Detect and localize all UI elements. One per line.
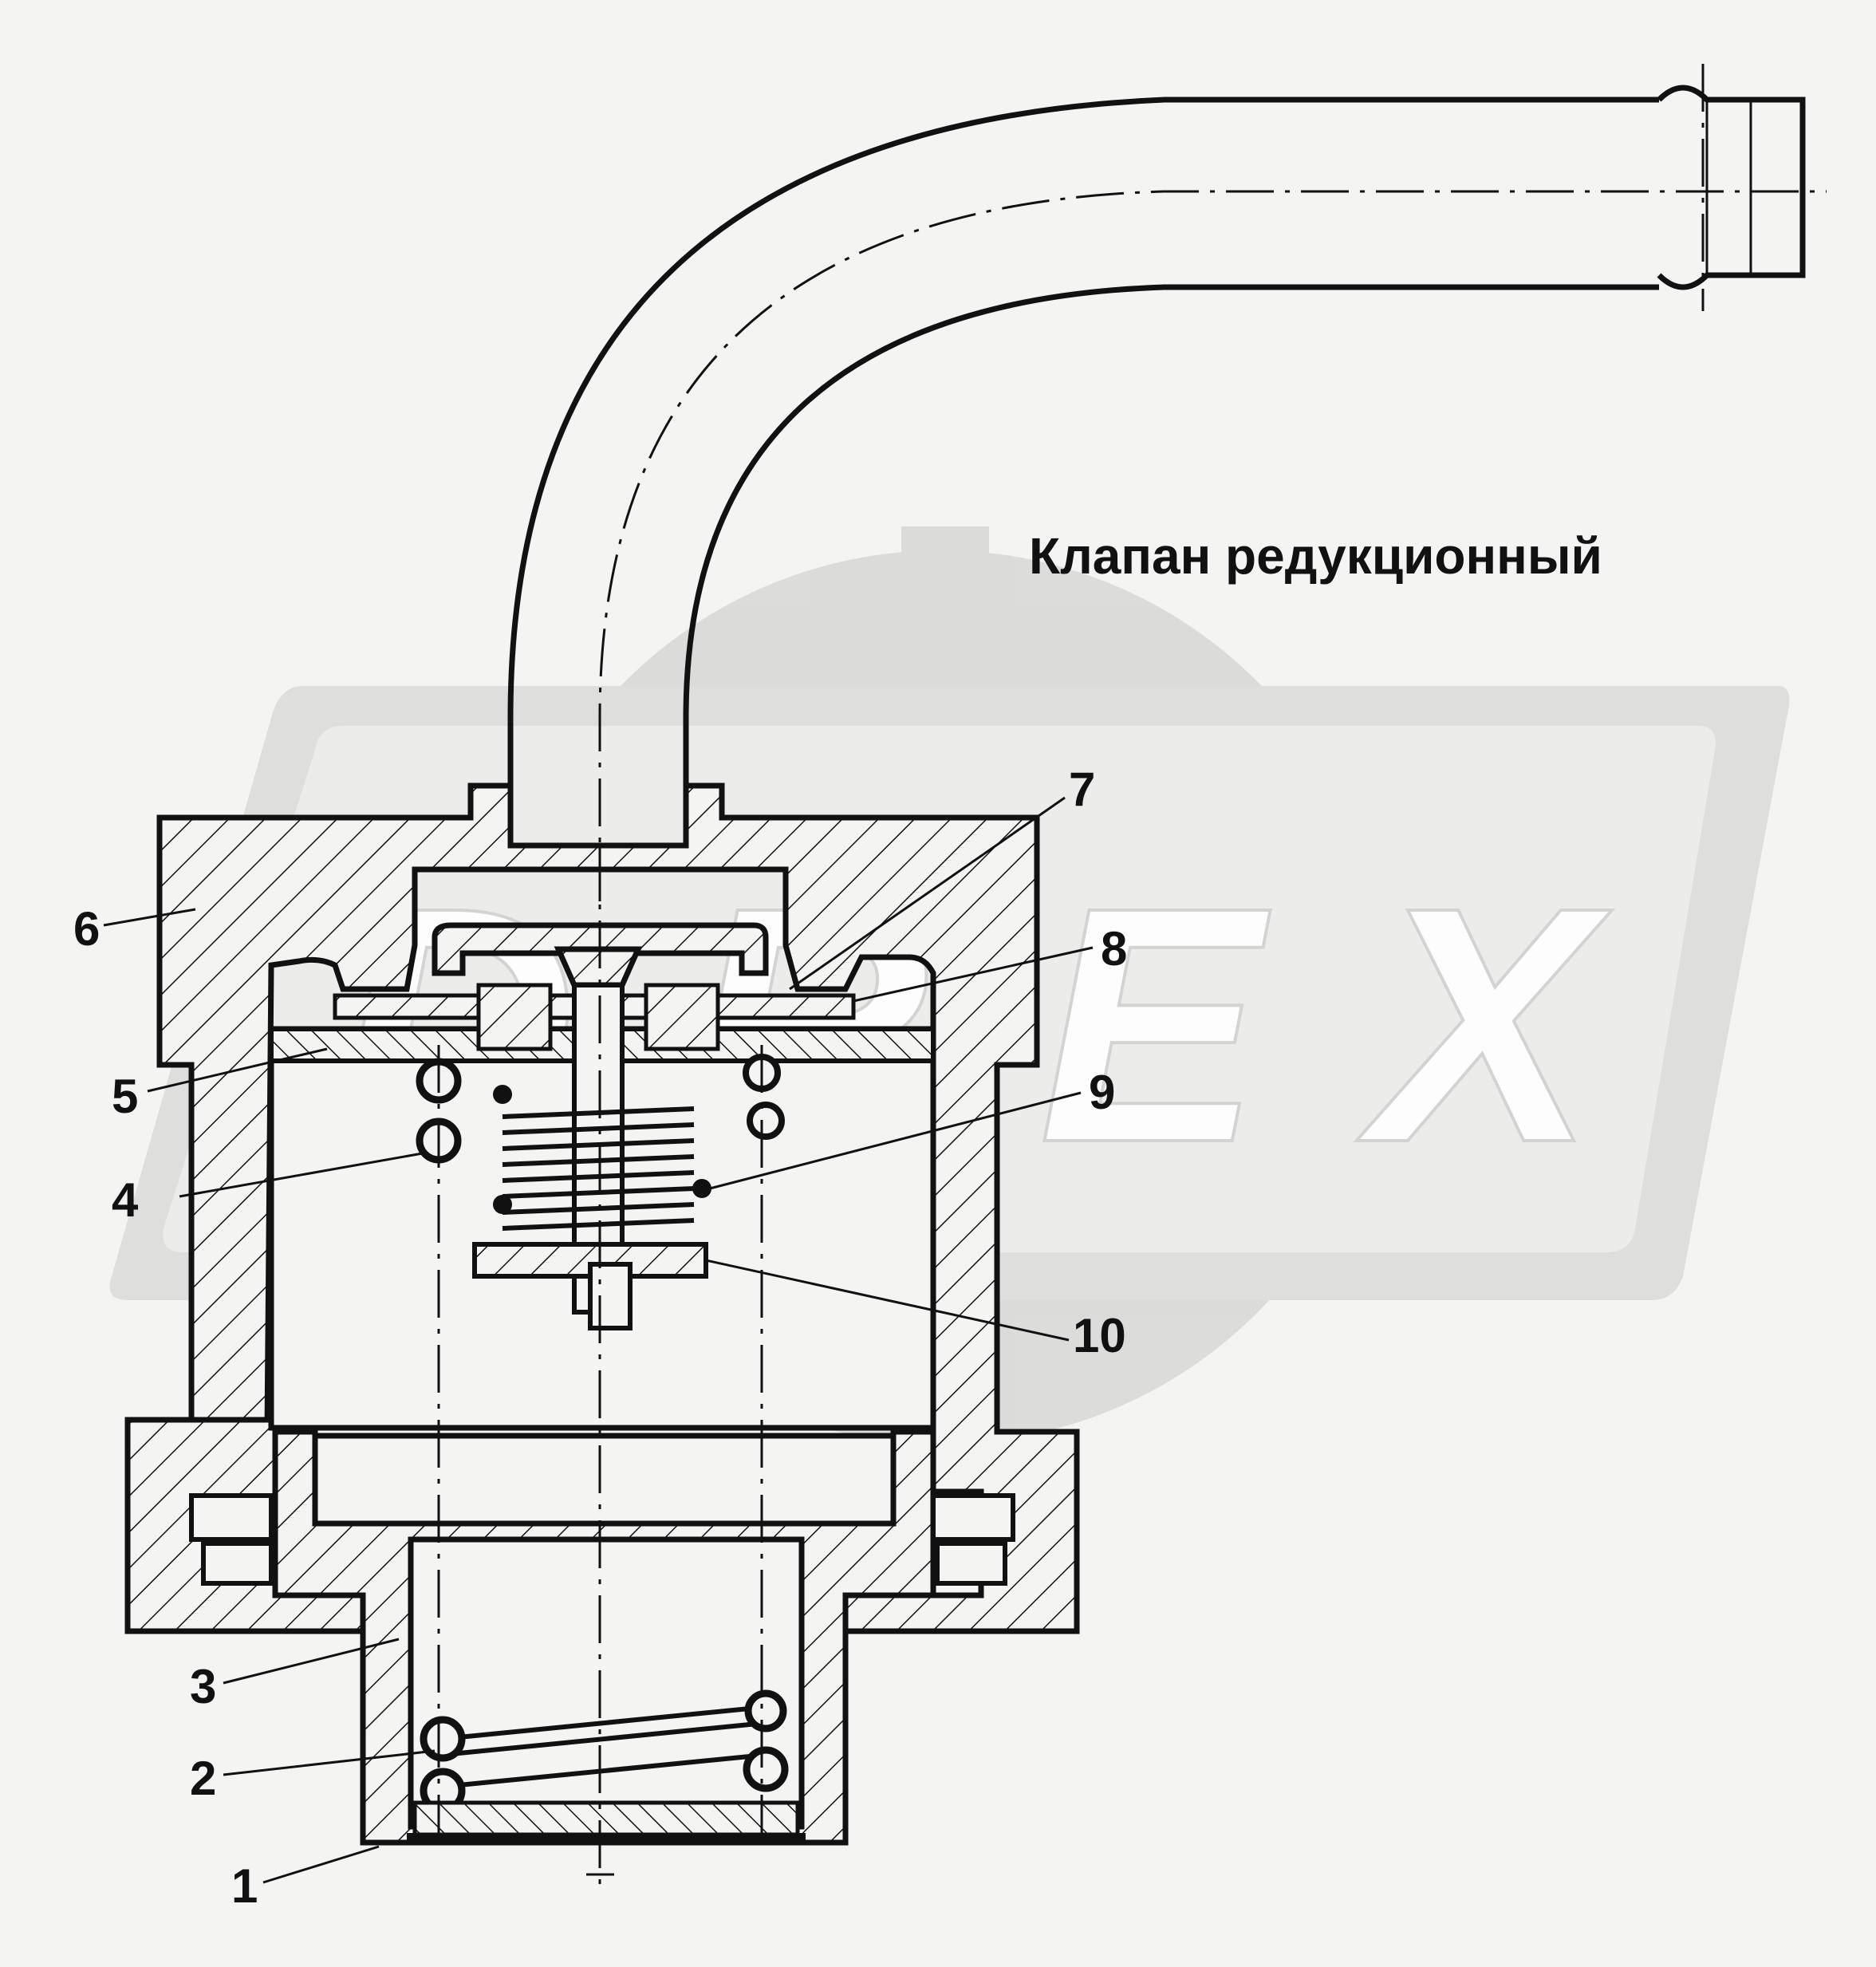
outlet-tube — [507, 64, 1827, 901]
callout-8: 8 — [1101, 922, 1128, 976]
callout-1: 1 — [231, 1859, 258, 1913]
callout-4: 4 — [112, 1173, 139, 1227]
drawing-title: Клапан редукционный — [1029, 527, 1602, 585]
leader-lines — [103, 796, 1094, 1884]
callout-5: 5 — [112, 1070, 139, 1123]
inner-spring-9 — [493, 1085, 711, 1231]
callout-10: 10 — [1073, 1309, 1126, 1362]
bottom-spring-2 — [420, 1689, 789, 1814]
callout-6: 6 — [73, 902, 100, 956]
filter-1 — [407, 1800, 806, 1844]
callout-2: 2 — [190, 1752, 217, 1805]
callout-7: 7 — [1069, 763, 1096, 816]
callout-9: 9 — [1089, 1066, 1116, 1119]
callout-3: 3 — [190, 1660, 217, 1713]
